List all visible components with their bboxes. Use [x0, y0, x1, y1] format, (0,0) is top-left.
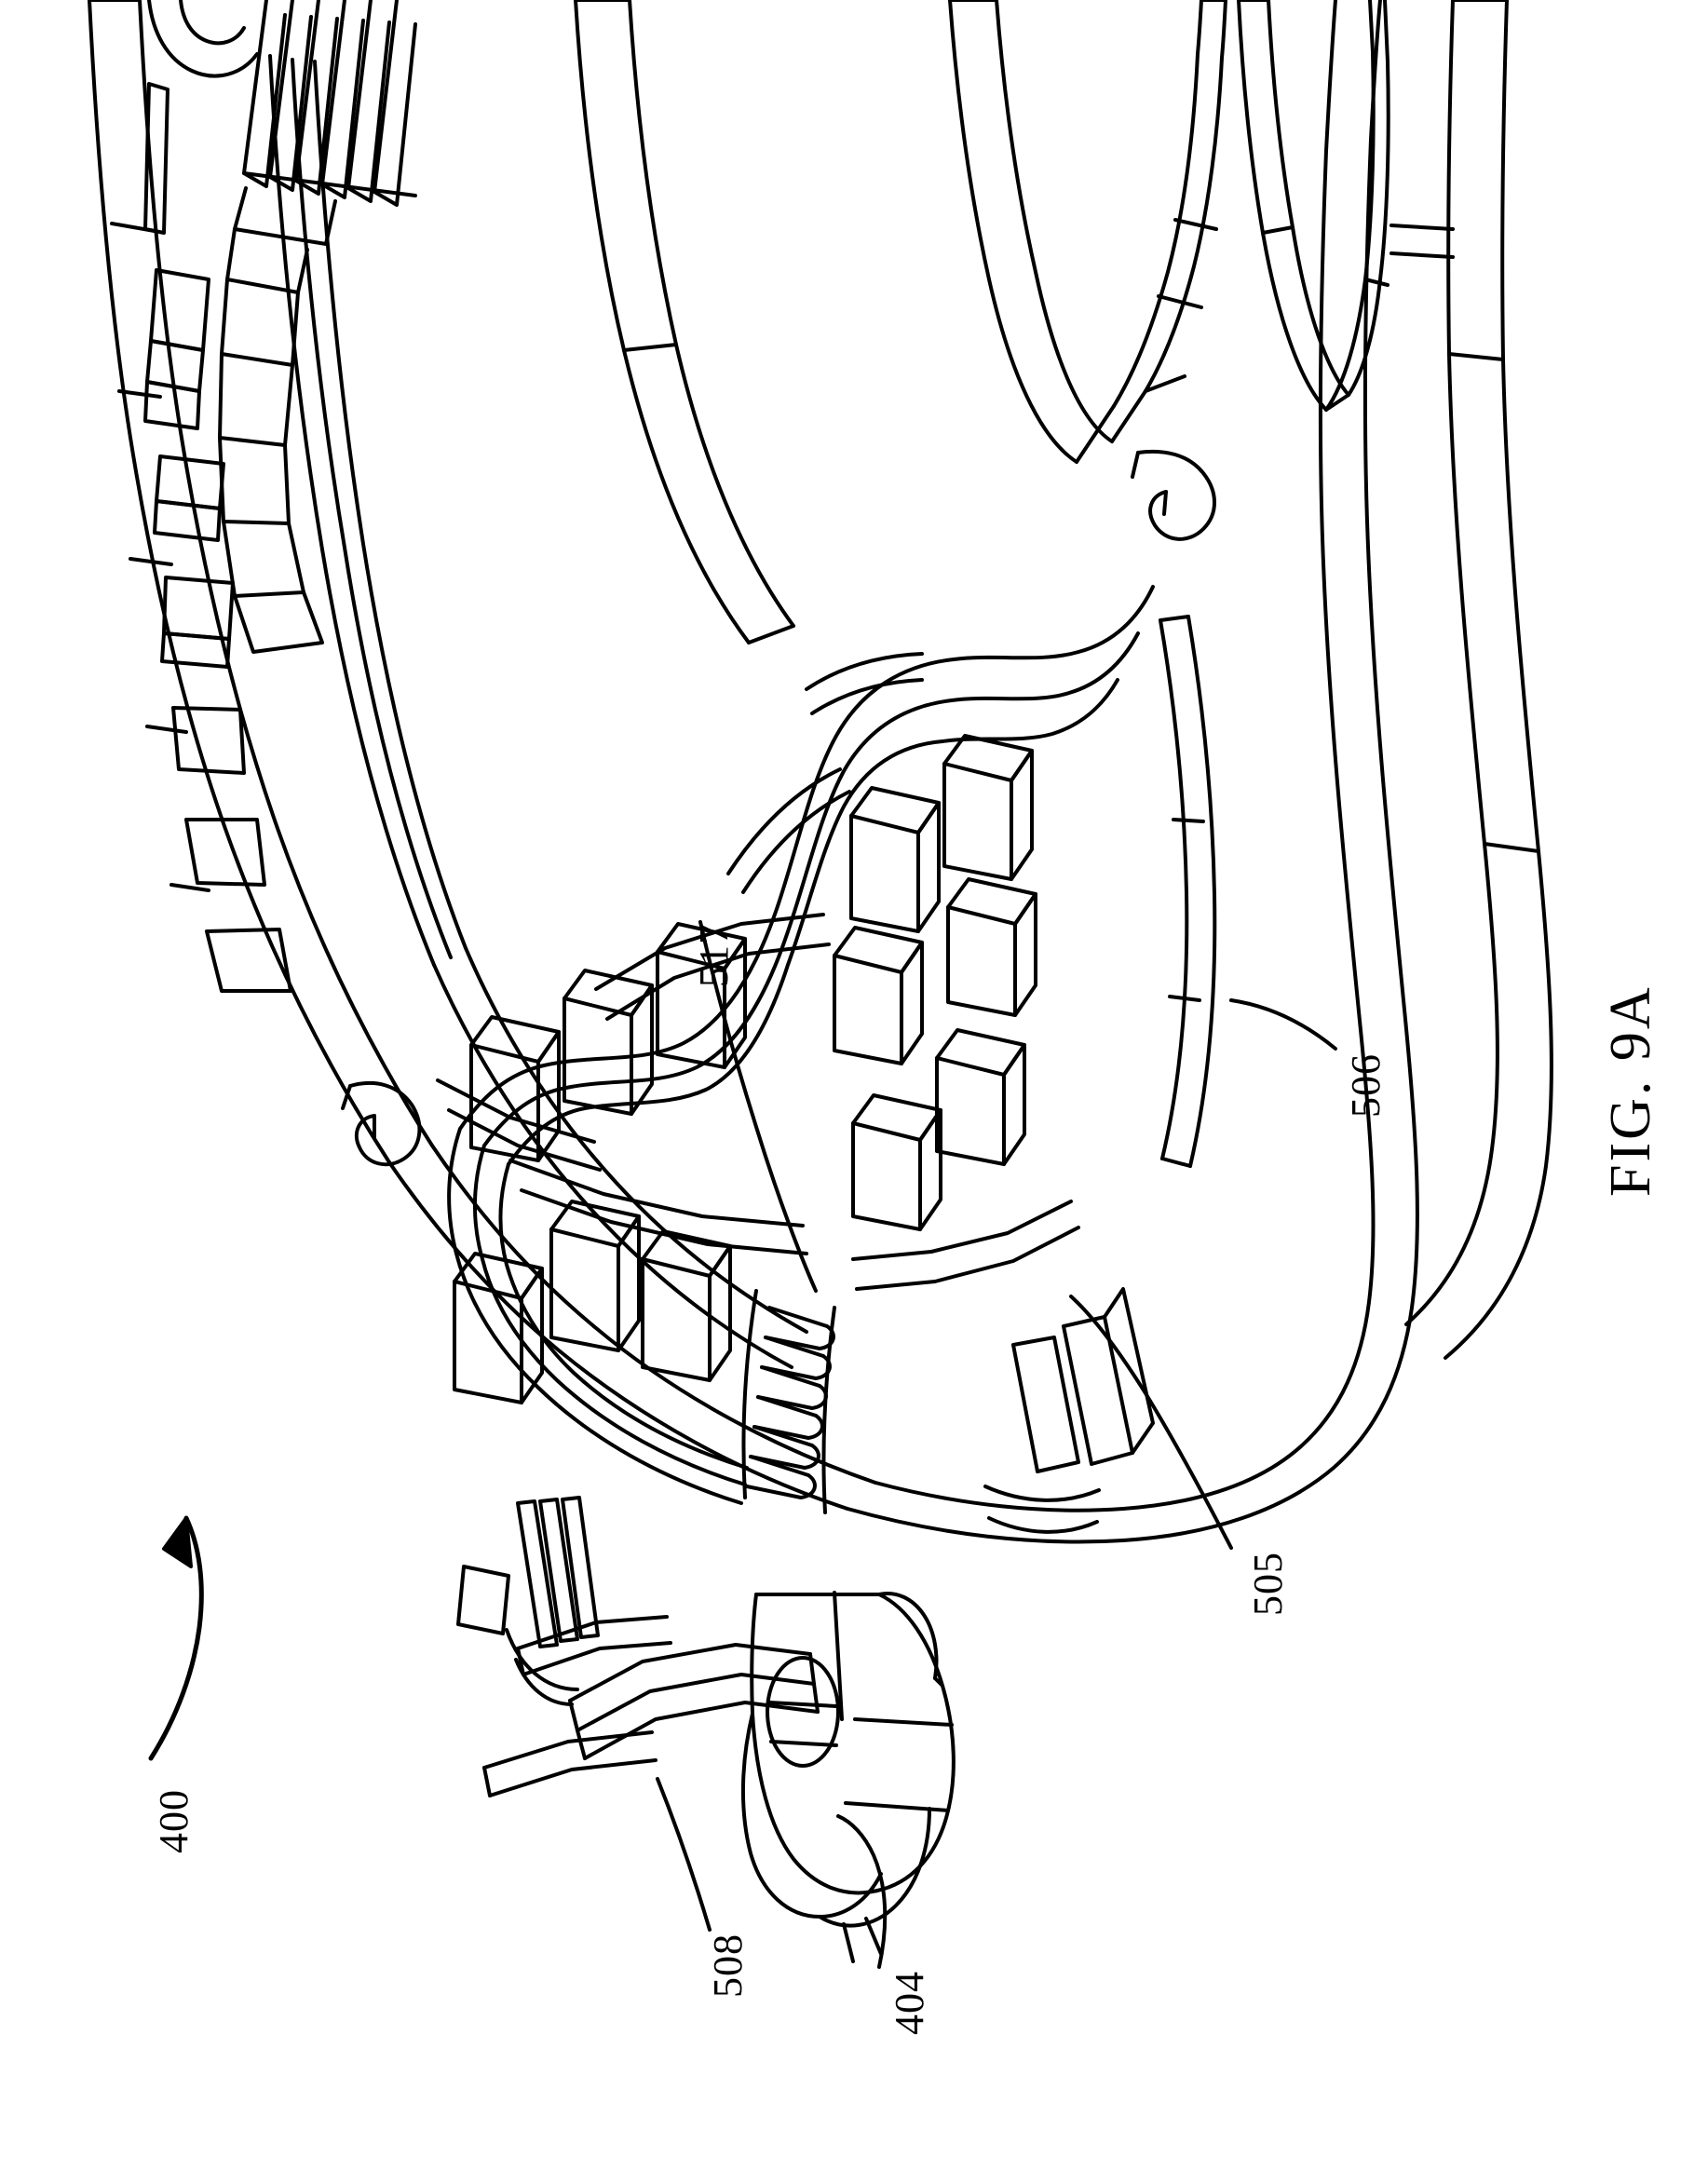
- top-right-layered-wall: [1237, 0, 1455, 412]
- v-notch-region: [948, 0, 1227, 464]
- boss-block: [453, 1252, 544, 1404]
- inner-frame-outline: [458, 585, 1155, 1166]
- leader-506: [1229, 998, 1337, 1051]
- center-divider-walls: [726, 652, 924, 894]
- reference-numeral-508: 508: [705, 1933, 751, 1998]
- lower-left-pin-detail: [456, 1496, 600, 1706]
- reference-numeral-404: 404: [887, 1971, 932, 2035]
- boss-block: [833, 926, 924, 1065]
- leader-505: [1069, 1295, 1233, 1550]
- reference-numeral-400: 400: [151, 1789, 197, 1853]
- coil-spring: [741, 1289, 836, 1514]
- boss-block: [935, 1028, 1026, 1166]
- boss-block: [549, 1200, 641, 1352]
- right-inner-wall-detail: [1159, 615, 1217, 1168]
- boss-block-cluster: [453, 734, 1037, 1404]
- boss-block: [851, 1093, 942, 1231]
- boss-block: [849, 786, 941, 933]
- reference-numeral-505: 505: [1245, 1552, 1291, 1616]
- hook-retainer-clip-top: [1131, 449, 1216, 541]
- left-bottom-housing-curve: [432, 946, 808, 1369]
- reference-numeral-506: 506: [1343, 1053, 1389, 1118]
- reference-numeral-517: 517: [691, 923, 737, 987]
- lug-lower-support: [740, 1712, 931, 1963]
- left-edge-ledge-ticks: [110, 222, 210, 892]
- boss-block: [942, 734, 1034, 881]
- outer-shell-left-arm: [88, 0, 434, 1164]
- leader-517: [698, 920, 818, 1293]
- oval-through-hole: [766, 1656, 840, 1768]
- boss-block: [946, 877, 1037, 1017]
- boss-block: [641, 1229, 732, 1382]
- figure-caption: FIG. 9A: [1599, 984, 1662, 1197]
- boss-block: [469, 1015, 561, 1162]
- top-left-rounded-notch: [147, 0, 259, 78]
- left-section-steps: [143, 82, 292, 993]
- bottom-tab-flange: [482, 1615, 820, 1797]
- leader-508: [656, 1777, 712, 1932]
- assembly-pointer-arrow: [148, 1515, 204, 1761]
- leader-404: [836, 1814, 888, 1969]
- assembly-pointer-arrowhead: [162, 1516, 193, 1568]
- ribbed-fin-array: [242, 0, 417, 207]
- hook-retainer-clip-left: [341, 1080, 422, 1167]
- outer-shell-bottom-nose: [387, 1144, 877, 1511]
- leader-lines: [656, 920, 1337, 1969]
- lower-right-bracket-detail: [983, 1287, 1155, 1534]
- top-center-inner-contour: [574, 0, 795, 644]
- left-mid-double-wall: [268, 54, 468, 967]
- line-art-group: [88, 0, 1553, 1963]
